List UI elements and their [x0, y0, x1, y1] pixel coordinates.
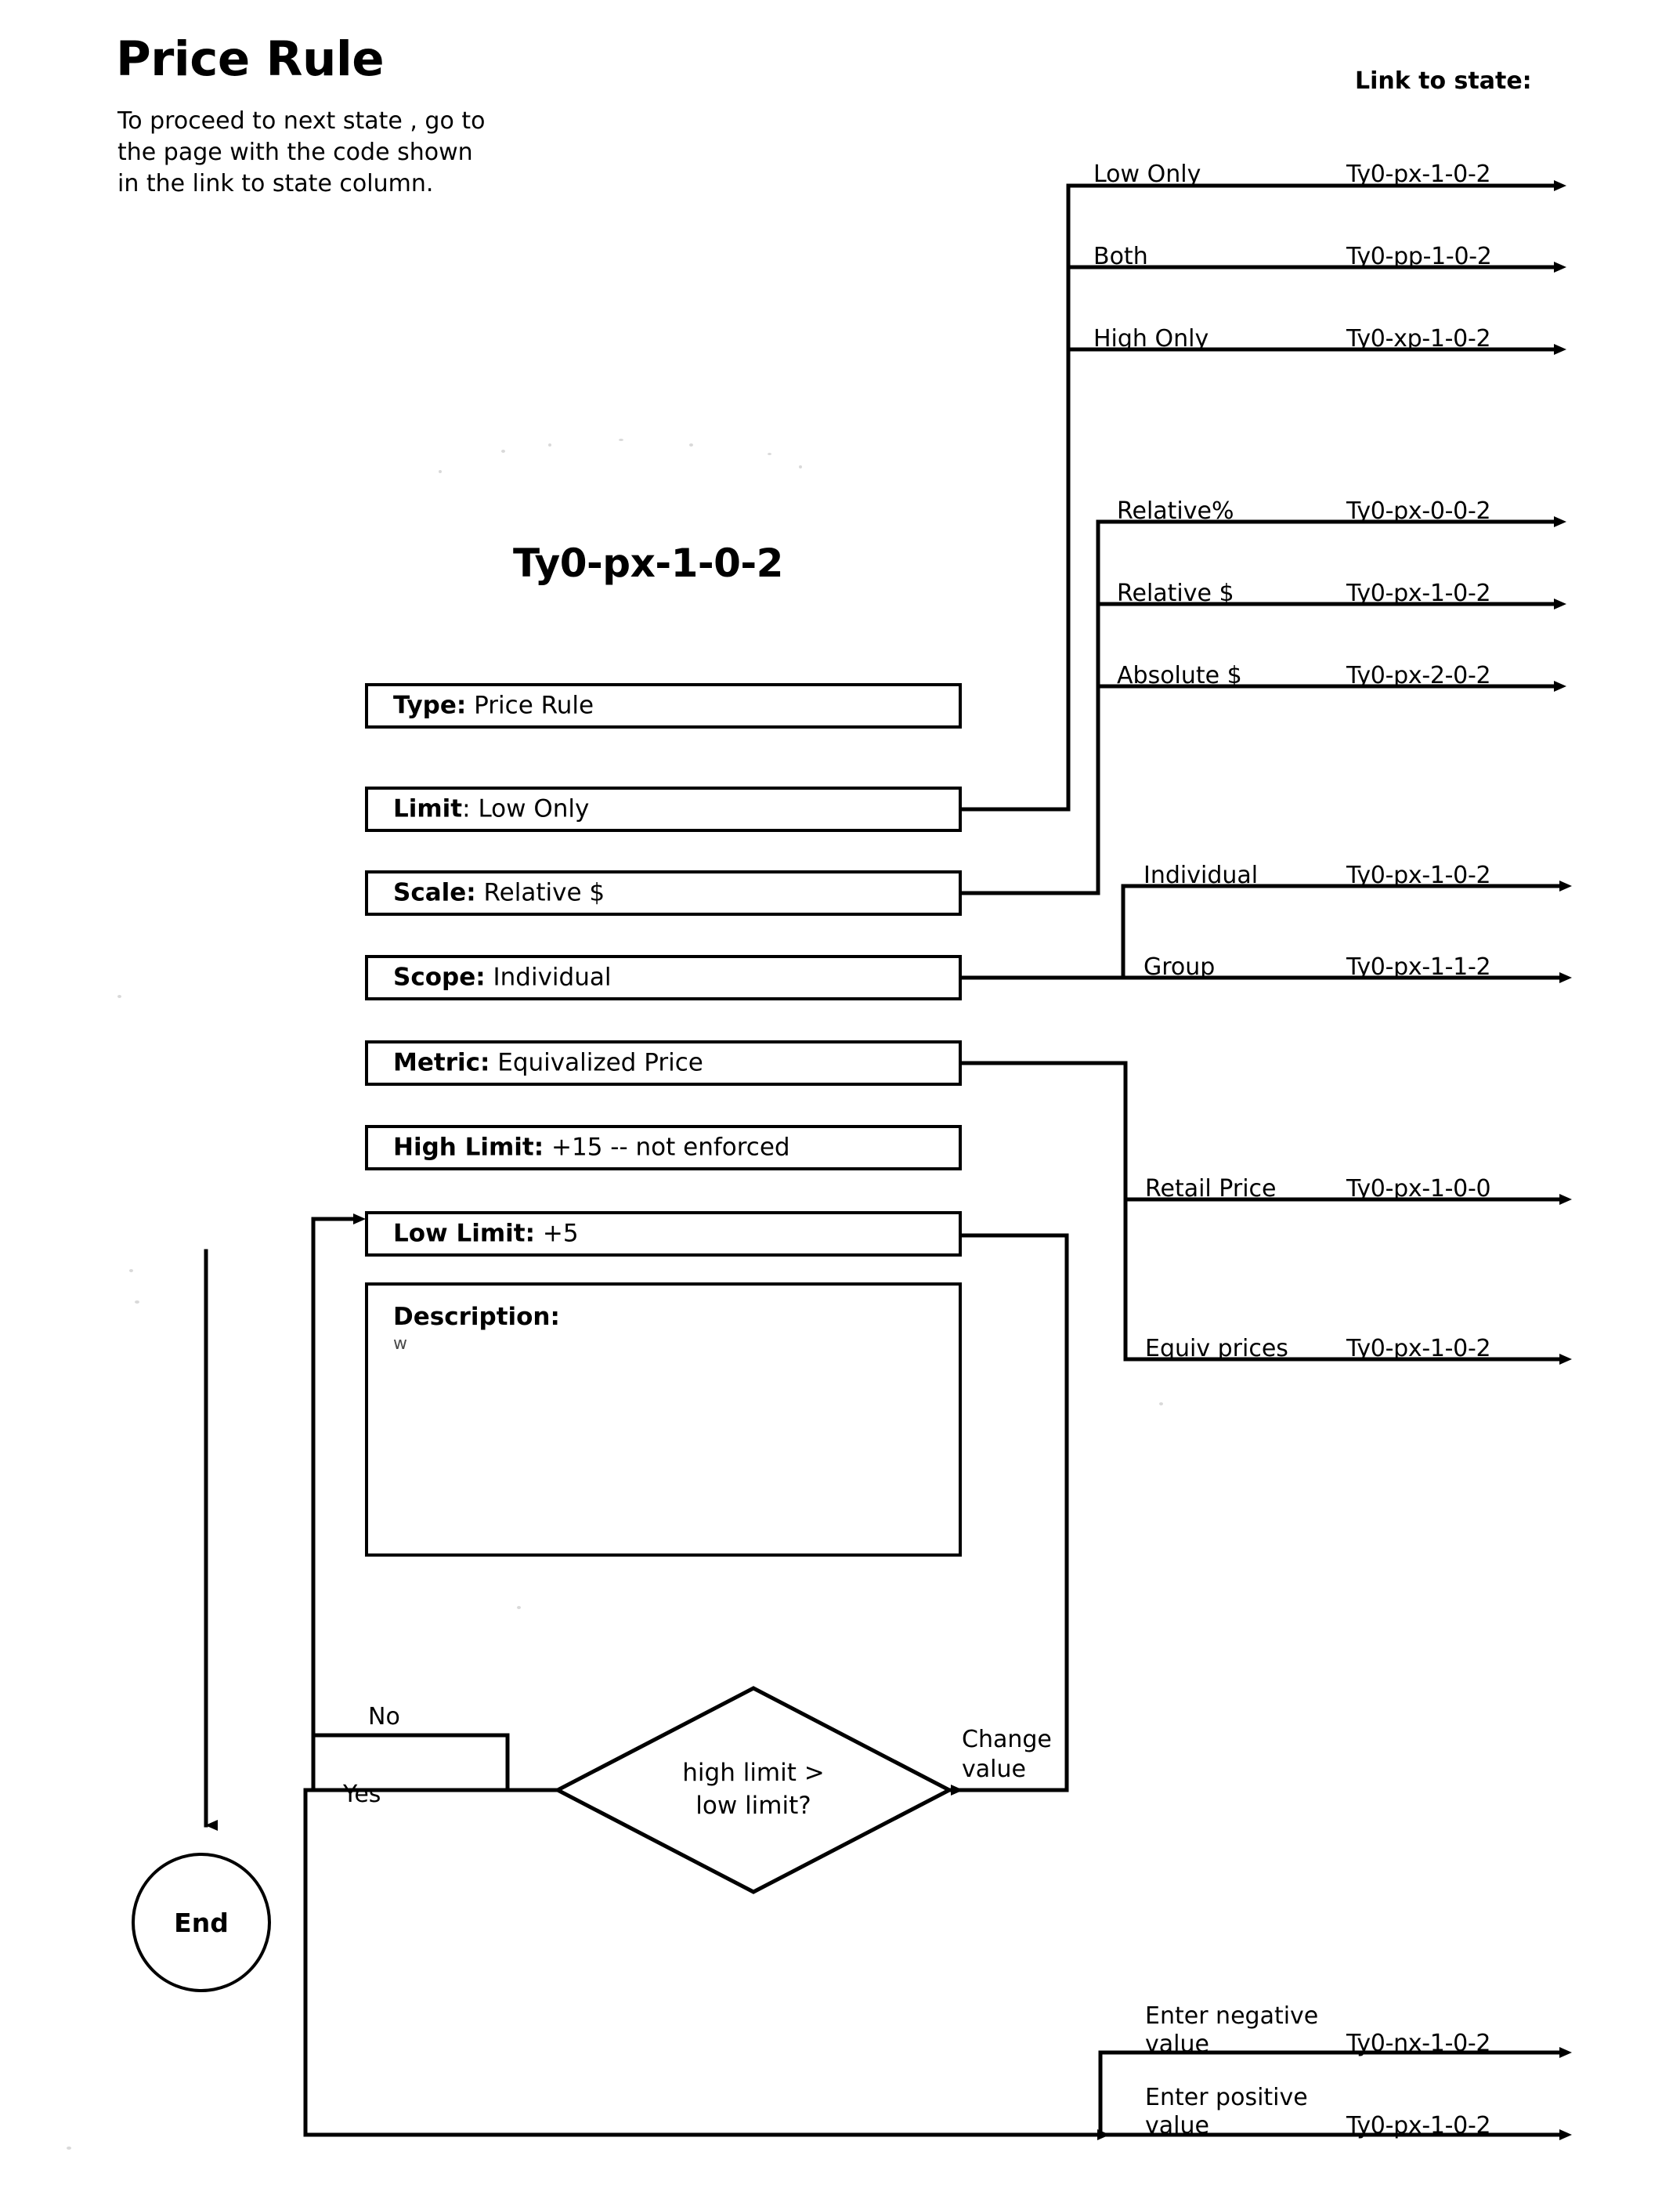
scan-speckle: [619, 439, 623, 441]
decision-text-line2: low limit?: [695, 1791, 811, 1820]
field-metric[interactable]: Metric: Equivalized Price: [365, 1040, 962, 1086]
branch-label-yes: Yes: [343, 1781, 381, 1808]
field-type-value: Price Rule: [474, 691, 594, 720]
link-code-retail-price: Ty0-px-1-0-0: [1346, 1175, 1491, 1203]
scan-speckle: [501, 450, 505, 453]
field-limit-value: : Low Only: [462, 794, 590, 823]
field-description-value: w: [393, 1334, 407, 1354]
link-to-state-column-header: Link to state:: [1355, 67, 1532, 95]
branch-label-enter-negative-value-line1: Enter negative: [1145, 2002, 1319, 2030]
field-metric-value: Equivalized Price: [497, 1048, 703, 1077]
branch-label-equiv-prices: Equiv prices: [1145, 1335, 1288, 1362]
link-code-relative-dollar: Ty0-px-1-0-2: [1346, 580, 1491, 607]
current-state-code: Ty0-px-1-0-2: [513, 541, 783, 586]
loop-label-change-value-line1: Change: [962, 1726, 1052, 1753]
branch-label-no: No: [368, 1703, 400, 1731]
field-scope-label: Scope:: [393, 963, 486, 992]
scan-speckle: [768, 453, 771, 455]
branch-label-retail-price: Retail Price: [1145, 1175, 1277, 1203]
scan-speckle: [135, 1300, 139, 1304]
field-scope[interactable]: Scope: Individual: [365, 955, 962, 1000]
link-code-individual: Ty0-px-1-0-2: [1346, 862, 1491, 889]
field-scale-text: Scale: Relative $: [393, 878, 605, 906]
scan-speckle: [129, 1269, 133, 1272]
field-metric-label: Metric:: [393, 1048, 490, 1077]
branch-label-enter-negative-value: Enter negative value: [1145, 2002, 1318, 2059]
end-terminator-label: End: [174, 1907, 229, 1938]
loop-label-change-value-line2: value: [962, 1756, 1026, 1784]
link-code-enter-negative-value: Ty0-nx-1-0-2: [1346, 2030, 1491, 2057]
link-code-group: Ty0-px-1-1-2: [1346, 953, 1491, 981]
branch-label-relative-dollar: Relative $: [1117, 580, 1234, 607]
branch-label-individual: Individual: [1143, 862, 1259, 889]
branch-label-low-only: Low Only: [1093, 161, 1201, 188]
field-high-limit[interactable]: High Limit: +15 -- not enforced: [365, 1125, 962, 1170]
field-low-limit-value: +5: [542, 1219, 579, 1248]
field-low-limit-label: Low Limit:: [393, 1219, 536, 1248]
field-limit[interactable]: Limit: Low Only: [365, 787, 962, 832]
field-high-limit-text: High Limit: +15 -- not enforced: [393, 1133, 790, 1161]
decision-high-vs-low-limit[interactable]: high limit > low limit?: [558, 1688, 949, 1892]
page-title: Price Rule: [116, 31, 385, 87]
link-code-equiv-prices: Ty0-px-1-0-2: [1346, 1335, 1491, 1362]
branch-label-high-only: High Only: [1093, 325, 1209, 353]
branch-label-group: Group: [1143, 953, 1216, 981]
field-type[interactable]: Type: Price Rule: [365, 683, 962, 729]
link-code-relative-percent: Ty0-px-0-0-2: [1346, 497, 1491, 525]
field-limit-text: Limit: Low Only: [393, 794, 589, 823]
field-scale-value: Relative $: [483, 878, 605, 907]
loop-label-change-value: Change value: [962, 1725, 1052, 1785]
branch-label-enter-positive-value: Enter positive value: [1145, 2084, 1308, 2140]
link-code-low-only: Ty0-px-1-0-2: [1346, 161, 1491, 188]
branch-label-enter-positive-value-line2: value: [1145, 2112, 1209, 2139]
scan-speckle: [517, 1606, 521, 1609]
field-type-text: Type: Price Rule: [393, 691, 594, 719]
field-scale[interactable]: Scale: Relative $: [365, 870, 962, 916]
field-low-limit-text: Low Limit: +5: [393, 1219, 579, 1247]
branch-label-enter-positive-value-line1: Enter positive: [1145, 2084, 1308, 2111]
decision-text: high limit > low limit?: [558, 1757, 949, 1823]
scan-speckle: [67, 2147, 71, 2150]
page-subtitle: To proceed to next state , go to the pag…: [117, 107, 486, 197]
branch-label-enter-negative-value-line2: value: [1145, 2031, 1209, 2058]
field-scope-value: Individual: [493, 963, 612, 992]
link-code-high-only: Ty0-xp-1-0-2: [1346, 325, 1491, 353]
scan-speckle: [439, 470, 442, 473]
field-low-limit[interactable]: Low Limit: +5: [365, 1211, 962, 1257]
scan-speckle: [117, 995, 121, 998]
link-code-absolute-dollar: Ty0-px-2-0-2: [1346, 662, 1491, 689]
scan-speckle: [799, 465, 802, 468]
field-description-label: Description:: [393, 1303, 560, 1331]
field-type-label: Type:: [393, 691, 467, 720]
field-high-limit-value: +15 -- not enforced: [551, 1133, 790, 1162]
field-limit-label: Limit: [393, 794, 463, 823]
scan-speckle: [689, 443, 693, 447]
field-scale-label: Scale:: [393, 878, 476, 907]
scan-speckle: [548, 443, 551, 447]
end-terminator: End: [132, 1853, 271, 1992]
scan-speckle: [1159, 1402, 1163, 1405]
field-metric-text: Metric: Equivalized Price: [393, 1048, 703, 1076]
field-description[interactable]: Description: w: [365, 1282, 962, 1557]
branch-label-absolute-dollar: Absolute $: [1117, 662, 1242, 689]
link-code-both: Ty0-pp-1-0-2: [1346, 243, 1492, 270]
field-scope-text: Scope: Individual: [393, 963, 611, 991]
link-code-enter-positive-value: Ty0-px-1-0-2: [1346, 2112, 1491, 2139]
field-high-limit-label: High Limit:: [393, 1133, 544, 1162]
decision-text-line1: high limit >: [682, 1759, 825, 1787]
branch-label-relative-percent: Relative%: [1117, 497, 1234, 525]
branch-label-both: Both: [1093, 243, 1148, 270]
